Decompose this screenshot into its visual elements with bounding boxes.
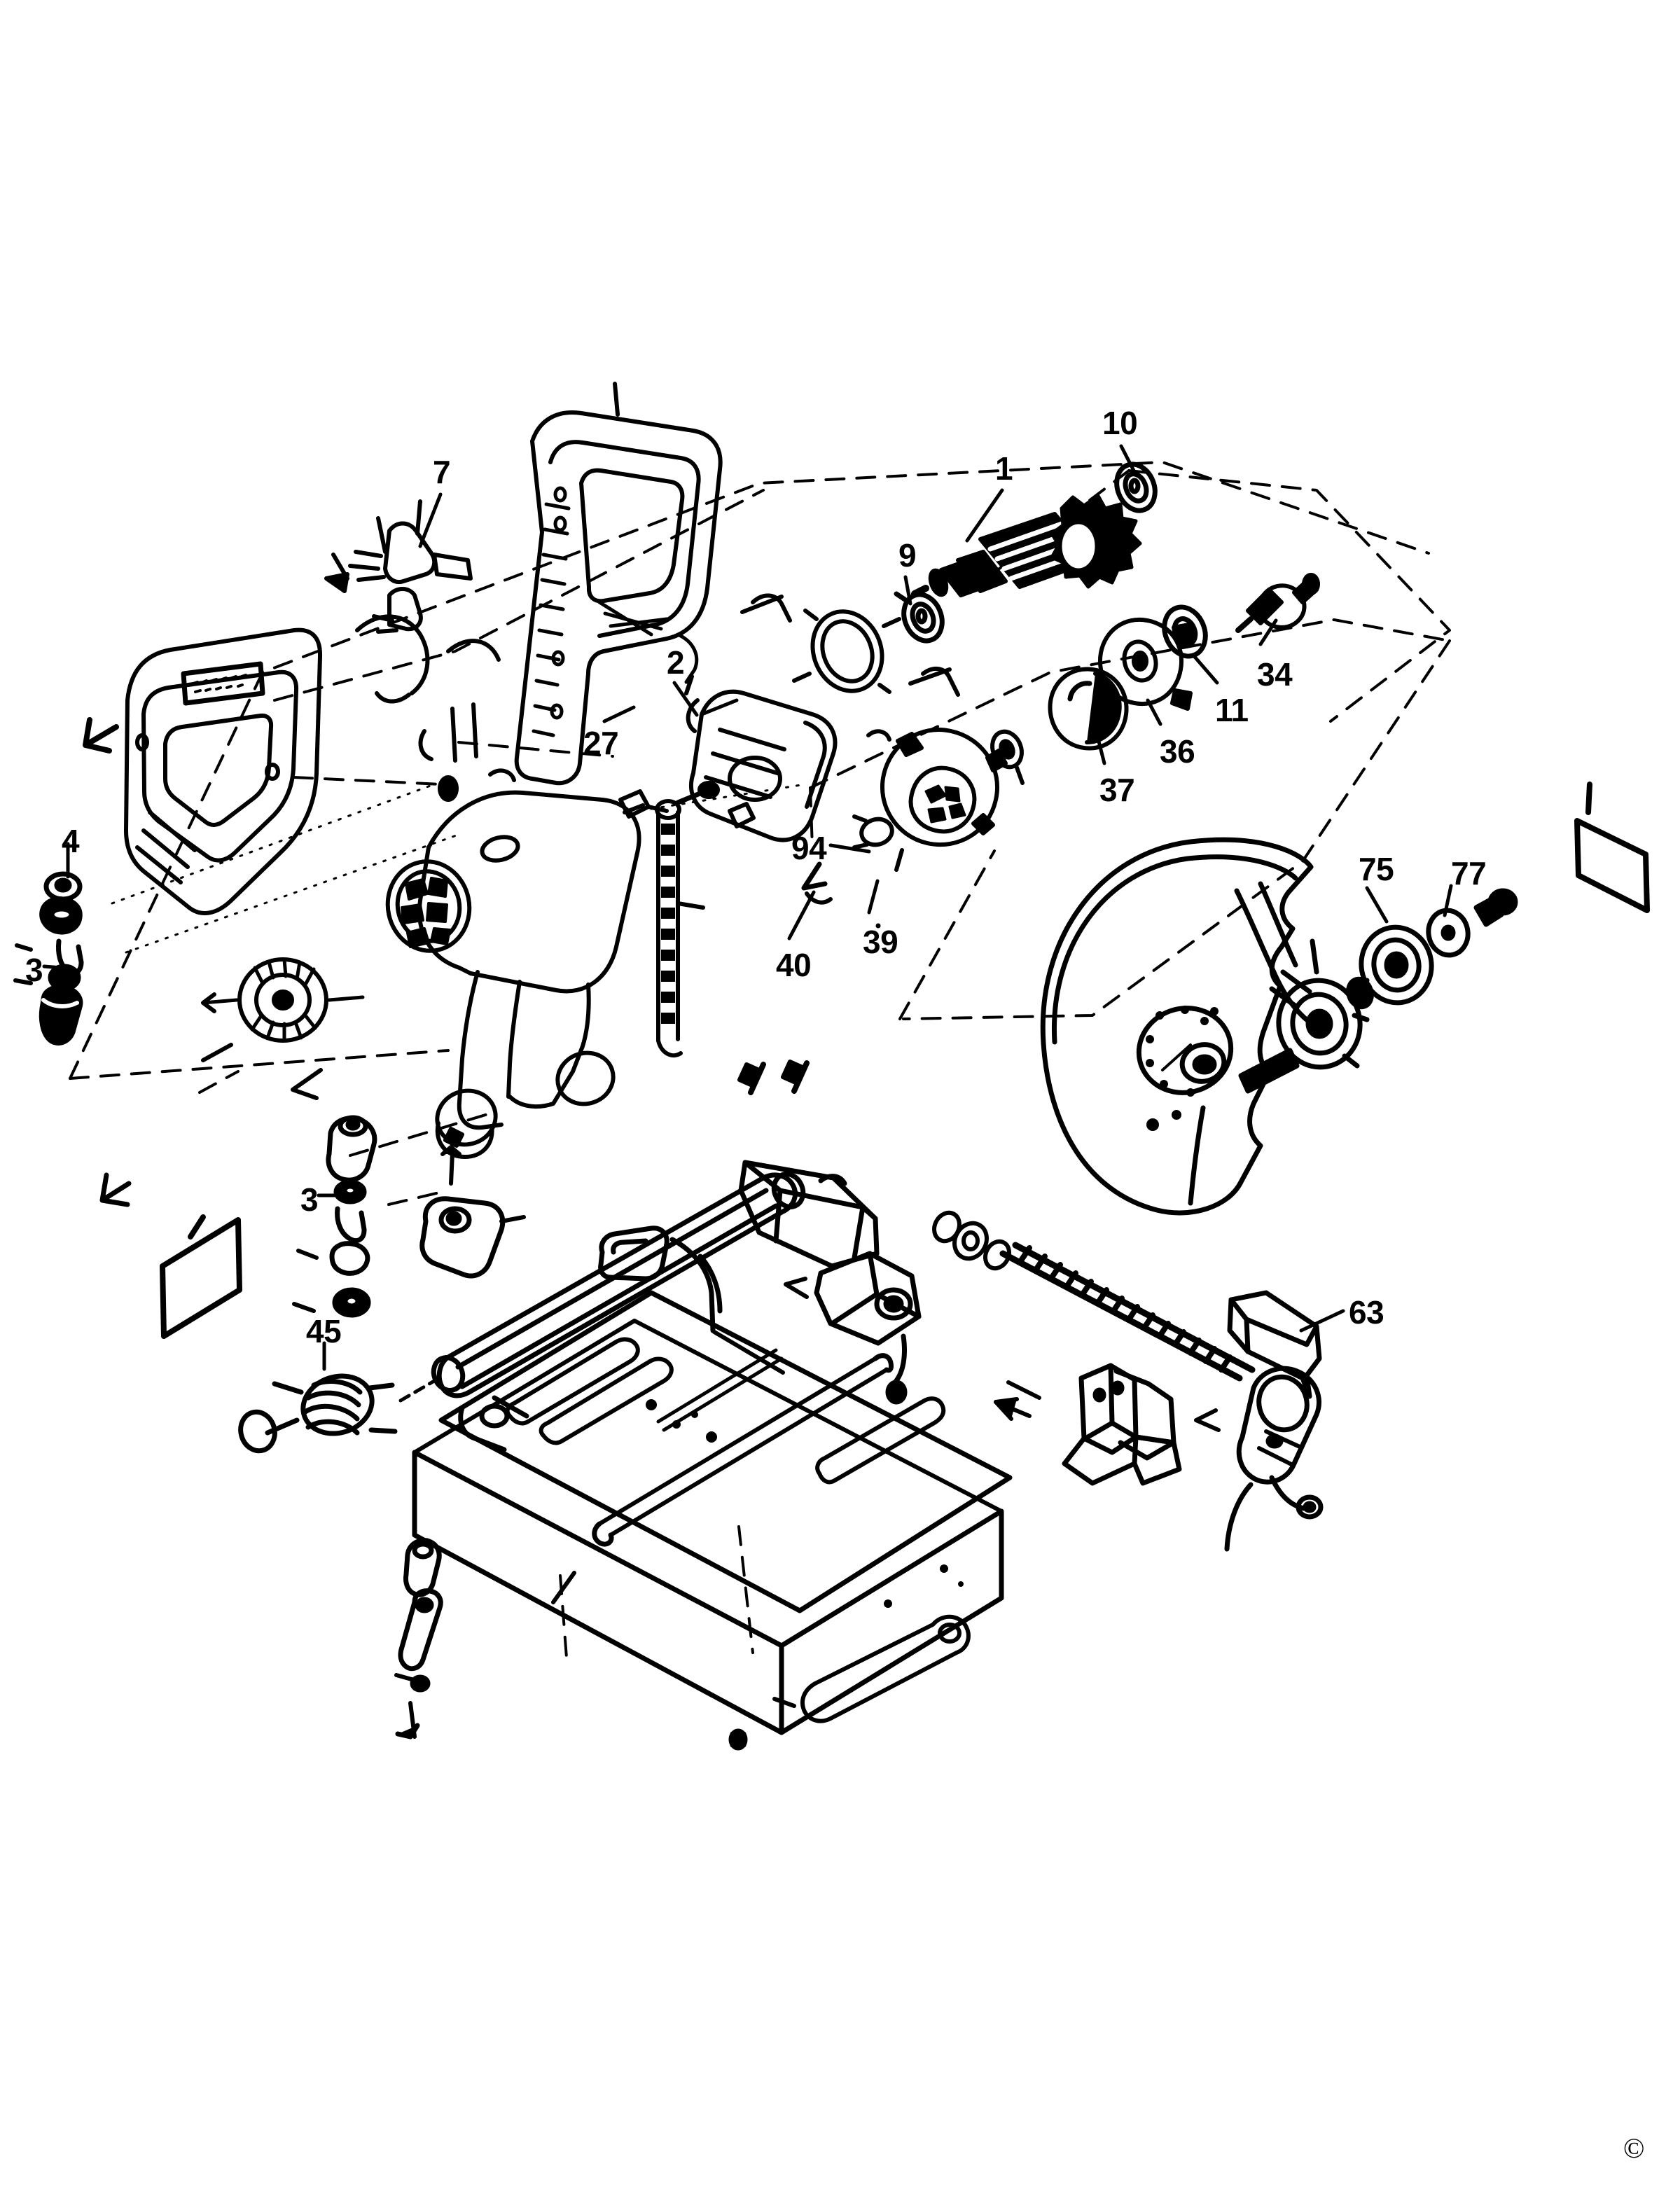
guide-blocks [448, 1176, 818, 1304]
knob-stack-far-left [13, 871, 84, 1046]
fence-rail [431, 1172, 806, 1452]
clip-63 [1227, 1290, 1322, 1399]
leader-9 [903, 575, 912, 606]
brush-holder-ring [792, 609, 901, 694]
leader-63 [1299, 1309, 1345, 1333]
callout-39: 39 [863, 924, 898, 960]
base-table [412, 1290, 1013, 1735]
callout-4: 4 [62, 823, 80, 859]
assembly-axes [111, 783, 807, 954]
nameplate-left-blank [160, 1214, 242, 1339]
leg-bumper-stack [394, 1538, 443, 1740]
guard-arm-tail [1188, 1048, 1300, 1206]
rubber-feet [551, 1571, 748, 1751]
callout-37: 37 [1099, 772, 1135, 808]
callout-leaders [42, 444, 1453, 1371]
leader-94 [828, 843, 871, 854]
knob-stack-left [238, 1115, 436, 1454]
leader-75 [1365, 886, 1389, 924]
leader-39 [867, 879, 880, 915]
blade-chain [655, 781, 720, 1058]
callout-94: 94 [791, 830, 827, 866]
tension-spring-rod [932, 1210, 1256, 1382]
flange-stack [1276, 888, 1518, 1070]
housing-wiring [355, 614, 516, 802]
bearing-small-10 [1114, 461, 1158, 513]
motor-field-stator [684, 674, 838, 842]
leader-7 [418, 492, 443, 548]
callout-2: 2 [667, 644, 685, 681]
leader-3 [42, 964, 64, 970]
callout-27: 27 [583, 725, 619, 761]
callout-36: 36 [1160, 733, 1195, 770]
leader-10 [1119, 444, 1137, 475]
gear-37 [1048, 667, 1129, 751]
callout-63: 63 [1349, 1294, 1384, 1331]
callout-45: 45 [306, 1313, 342, 1349]
leader-77 [1443, 884, 1453, 917]
leader-2 [672, 681, 699, 717]
fan-wheel-left [201, 957, 365, 1043]
leader-27 [602, 705, 636, 723]
callout-10: 10 [1102, 405, 1138, 441]
leader-11 [1193, 655, 1219, 685]
fasteners [443, 1060, 971, 1723]
housing-cover-left [83, 627, 323, 915]
callout-9: 9 [898, 537, 917, 574]
callout-1: 1 [995, 450, 1013, 487]
clamp-bracket [784, 1251, 922, 1405]
motor-can-arm [385, 790, 641, 1159]
copyright-mark: © [1623, 2132, 1645, 2164]
switch-trigger-cluster [324, 499, 473, 634]
blade-guard [1040, 837, 1314, 1216]
callout-75: 75 [1359, 851, 1394, 887]
leader-34 [1258, 618, 1278, 646]
leader-37 [1096, 737, 1106, 765]
callout-34: 34 [1257, 656, 1293, 693]
assembly-arrows [99, 923, 881, 1207]
leader-1 [965, 488, 1004, 543]
nameplate-right-blank [1574, 782, 1650, 913]
callout-11: 11 [1215, 692, 1249, 728]
callout-40: 40 [776, 947, 812, 983]
callout-77: 77 [1451, 855, 1487, 891]
spindle-34 [1235, 573, 1320, 633]
callout-3: 3 [25, 952, 43, 988]
callout-3: 3 [300, 1181, 319, 1218]
pedestal-left [419, 1145, 526, 1279]
dowel-pin-40 [801, 861, 833, 905]
gear-case-body [852, 728, 1008, 872]
oil-seal-ring [990, 729, 1025, 785]
leader-36 [1146, 698, 1162, 726]
armature-assembly [911, 494, 1142, 597]
saddle-brackets [994, 1363, 1182, 1486]
clip-parts [618, 789, 756, 828]
tension-knob-lever [1194, 1366, 1324, 1552]
leader-40 [787, 890, 816, 940]
callout-7: 7 [433, 454, 451, 490]
bearing-small-9 [894, 591, 945, 644]
explosion-envelopes [69, 461, 1451, 1668]
baffle-strap-parts [740, 593, 960, 742]
housing-arm-main [514, 382, 723, 786]
